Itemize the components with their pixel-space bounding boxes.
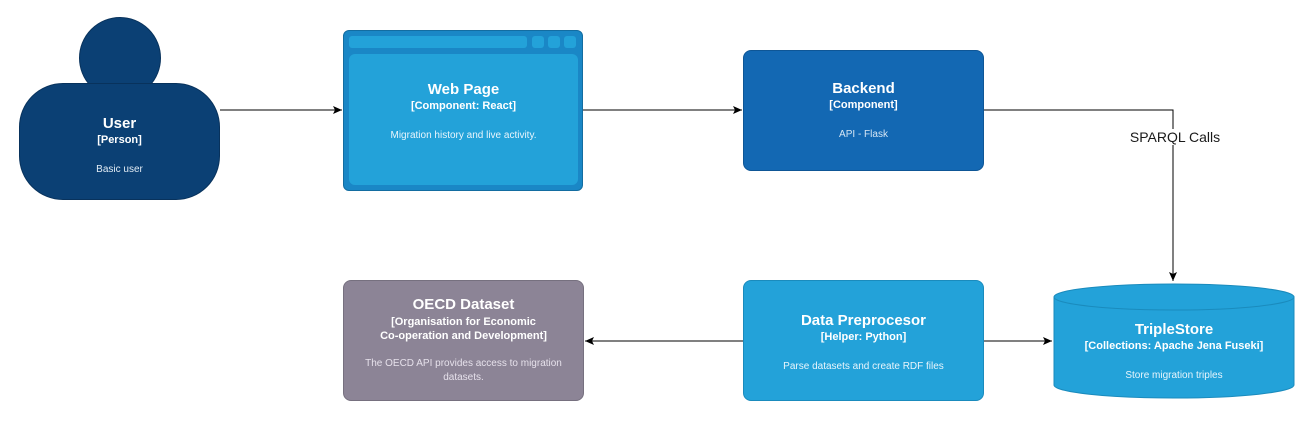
preprocessor-subtitle: [Helper: Python] xyxy=(820,331,907,343)
webpage-content-area: Web Page [Component: React] Migration hi… xyxy=(349,54,578,185)
user-description: Basic user xyxy=(96,164,143,175)
backend-description: API - Flask xyxy=(839,129,888,140)
data-preprocessor-node[interactable]: Data Preprocesor [Helper: Python] Parse … xyxy=(743,280,984,401)
user-title: User xyxy=(102,115,137,132)
oecd-description: The OECD API provides access to migratio… xyxy=(365,358,562,383)
preprocessor-description: Parse datasets and create RDF files xyxy=(783,361,944,372)
webpage-component-node[interactable]: Web Page [Component: React] Migration hi… xyxy=(343,30,583,191)
oecd-title: OECD Dataset xyxy=(412,296,515,313)
user-person-node[interactable]: User [Person] Basic user xyxy=(19,83,220,200)
oecd-subtitle-line2: Co-operation and Development] xyxy=(380,330,547,342)
webpage-title: Web Page xyxy=(427,81,500,98)
preprocessor-title: Data Preprocesor xyxy=(800,312,927,329)
triplestore-database-node[interactable]: TripleStore [Collections: Apache Jena Fu… xyxy=(1054,321,1294,391)
edge-backend-to-triplestore xyxy=(984,109,1177,281)
triplestore-title: TripleStore xyxy=(1134,321,1214,338)
browser-window-button xyxy=(532,36,544,48)
browser-window-button xyxy=(564,36,576,48)
database-cylinder-icon xyxy=(1053,283,1295,399)
oecd-subtitle-line1: [Organisation for Economic xyxy=(391,316,536,328)
triplestore-subtitle: [Collections: Apache Jena Fuseki] xyxy=(1084,340,1264,352)
browser-window-button xyxy=(548,36,560,48)
user-subtitle: [Person] xyxy=(97,134,142,146)
triplestore-description: Store migration triples xyxy=(1125,370,1223,381)
edge-label-sparql-calls: SPARQL Calls xyxy=(1120,129,1230,145)
backend-title: Backend xyxy=(832,80,895,97)
webpage-description: Migration history and live activity. xyxy=(390,130,537,141)
backend-component-node[interactable]: Backend [Component] API - Flask xyxy=(743,50,984,171)
webpage-subtitle: [Component: React] xyxy=(410,100,517,112)
oecd-dataset-node[interactable]: OECD Dataset [Organisation for Economic … xyxy=(343,280,584,401)
backend-subtitle: [Component] xyxy=(829,99,898,111)
browser-address-bar xyxy=(349,36,527,48)
